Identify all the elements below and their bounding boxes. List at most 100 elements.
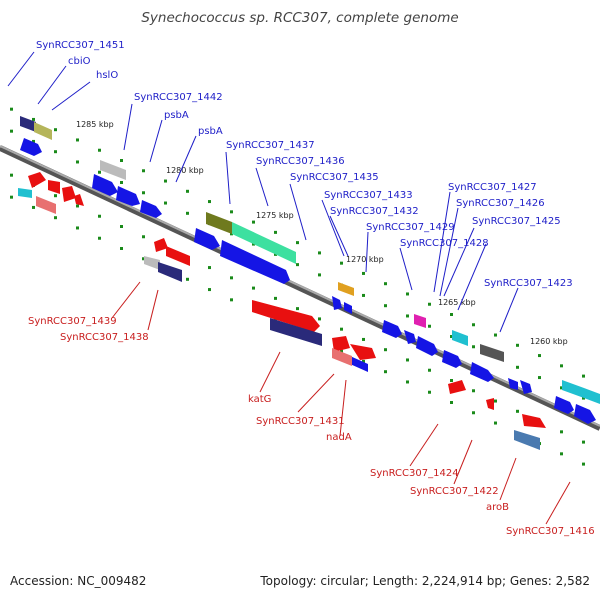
gene-forward — [416, 336, 438, 356]
gene-label: SynRCC307_1428 — [400, 238, 489, 249]
gene-forward — [116, 186, 140, 206]
gene-box — [338, 282, 354, 296]
tick-dot — [516, 365, 519, 369]
gene-reverse — [48, 180, 60, 194]
gene-forward — [520, 380, 532, 394]
tick-dot — [208, 266, 211, 270]
tick-dot — [142, 235, 145, 239]
tick-dot — [296, 307, 299, 311]
forward-genes — [20, 138, 596, 424]
tick-dot — [252, 242, 255, 246]
gene-label: SynRCC307_1437 — [226, 140, 315, 151]
tick-dot — [384, 304, 387, 308]
kbp-label: 1275 kbp — [256, 211, 294, 220]
gene-label: SynRCC307_1436 — [256, 156, 345, 167]
tick-dot — [98, 214, 101, 218]
gene-label: SynRCC307_1435 — [290, 172, 379, 183]
tick-dot — [274, 230, 277, 234]
gene-box — [584, 388, 600, 404]
tick-dot — [54, 194, 57, 198]
gene-forward — [470, 362, 494, 382]
tick-dot — [296, 241, 299, 245]
gene-label: SynRCC307_1416 — [506, 526, 595, 537]
tick-dot — [208, 288, 211, 292]
tick-dot — [10, 195, 13, 199]
tick-dot — [362, 293, 365, 297]
gene-label: SynRCC307_1426 — [456, 198, 545, 209]
gene-forward — [404, 330, 416, 344]
tick-dot — [582, 462, 585, 466]
tick-dot — [10, 173, 13, 177]
reverse-genes — [18, 172, 546, 450]
tick-dot — [32, 139, 35, 143]
gene-box — [206, 212, 232, 234]
tick-dot — [406, 314, 409, 318]
tick-dot — [516, 343, 519, 347]
gene-reverse — [270, 318, 322, 346]
gene-box — [34, 122, 52, 140]
kbp-label: 1270 kbp — [346, 255, 384, 264]
kbp-label: 1265 kbp — [438, 298, 476, 307]
tick-dot — [560, 452, 563, 456]
gene-reverse — [252, 300, 320, 332]
gene-reverse — [62, 186, 76, 202]
forward-labels: SynRCC307_1451 cbiO hslO SynRCC307_1442 … — [36, 40, 573, 289]
accession-text: Accession: NC_009482 — [10, 574, 147, 588]
tick-dot — [230, 210, 233, 214]
tick-dot — [10, 129, 13, 133]
tick-dot — [494, 399, 497, 403]
gene-reverse — [36, 196, 56, 214]
tick-dot — [76, 160, 79, 164]
kbp-label: 1285 kbp — [76, 120, 114, 129]
tick-dot — [428, 390, 431, 394]
tick-dot — [560, 430, 563, 434]
tick-dot — [32, 205, 35, 209]
genome-backbone — [0, 145, 600, 431]
tick-dot — [406, 358, 409, 362]
tick-dot — [186, 277, 189, 281]
tick-dot — [450, 379, 453, 382]
tick-dot — [318, 317, 321, 321]
gene-forward — [554, 396, 574, 414]
tick-dot — [582, 374, 585, 378]
tick-dot — [362, 337, 365, 341]
gene-box — [100, 160, 126, 180]
gene-forward — [140, 200, 162, 218]
tick-dot — [76, 204, 79, 208]
gene-reverse — [522, 414, 546, 428]
tick-dot — [384, 370, 387, 374]
gene-label: SynRCC307_1431 — [256, 416, 345, 427]
topology-summary: Topology: circular; Length: 2,224,914 bp… — [260, 574, 590, 588]
tick-dot — [318, 273, 321, 277]
tick-dot — [450, 313, 453, 316]
tick-dot — [230, 276, 233, 280]
tick-dot — [428, 324, 431, 328]
gene-forward — [442, 350, 462, 368]
gene-forward — [92, 174, 118, 196]
gene-label: SynRCC307_1432 — [330, 206, 419, 217]
gene-reverse — [18, 188, 32, 198]
tick-dot — [494, 333, 497, 337]
tick-dot — [142, 191, 145, 195]
tick-dot — [538, 376, 541, 380]
tick-dot — [472, 389, 475, 393]
gene-label: SynRCC307_1425 — [472, 216, 561, 227]
tick-dot — [142, 169, 145, 173]
tick-dot — [230, 298, 233, 302]
gene-reverse — [28, 172, 46, 188]
map-title: Synechococcus sp. RCC307, complete genom… — [141, 10, 459, 26]
gene-label: aroB — [486, 502, 509, 513]
tick-dot — [32, 117, 35, 121]
tick-dot — [252, 286, 255, 290]
gene-label: SynRCC307_1442 — [134, 92, 223, 103]
gene-box — [562, 380, 584, 398]
tick-dot — [164, 201, 167, 205]
tick-dot — [208, 200, 211, 204]
gene-reverse — [514, 430, 540, 450]
tick-dot — [406, 380, 409, 384]
gene-label: SynRCC307_1427 — [448, 182, 537, 193]
tick-dot — [362, 271, 365, 275]
tick-dot — [340, 349, 343, 353]
tick-dot — [340, 261, 343, 265]
